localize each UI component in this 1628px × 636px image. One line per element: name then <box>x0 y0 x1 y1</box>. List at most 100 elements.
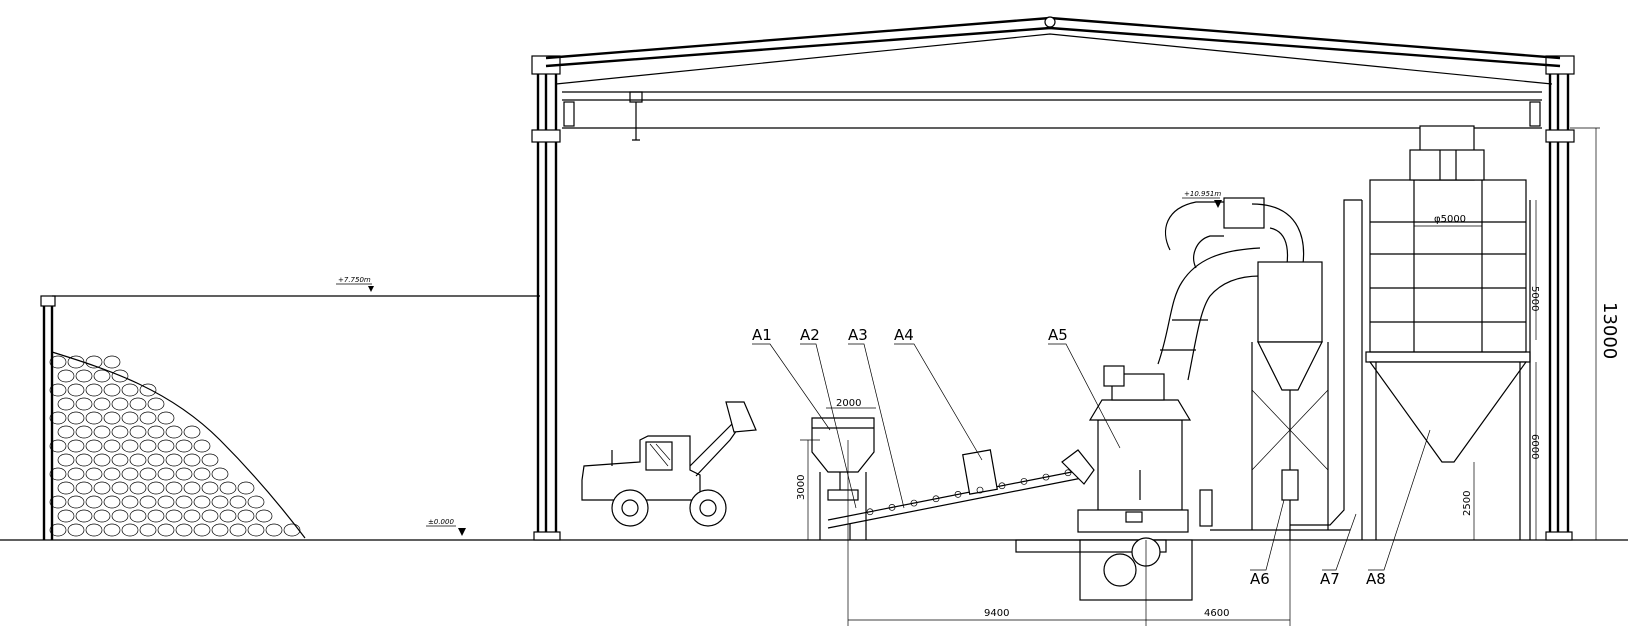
stone <box>111 369 129 383</box>
stone <box>157 439 175 453</box>
stone <box>111 453 129 467</box>
stone <box>165 509 183 523</box>
stone <box>103 439 121 453</box>
dim-hopper-height: 3000 <box>796 475 807 500</box>
stone <box>93 425 111 439</box>
stone <box>147 453 165 467</box>
stone <box>111 425 129 439</box>
stone <box>183 509 201 523</box>
stone <box>147 397 165 411</box>
stone <box>247 495 265 509</box>
stone <box>85 523 103 537</box>
label-a4: A4 <box>894 326 914 344</box>
stone <box>121 383 139 397</box>
stone <box>85 467 103 481</box>
stone <box>175 439 193 453</box>
label-a3: A3 <box>848 326 868 344</box>
stone <box>157 495 175 509</box>
stone <box>85 439 103 453</box>
stone <box>57 397 75 411</box>
stone <box>67 467 85 481</box>
dim-bag-filter-diameter: φ5000 <box>1434 214 1466 225</box>
stone <box>49 439 67 453</box>
stone <box>139 439 157 453</box>
stone <box>85 383 103 397</box>
conveyor-idler <box>932 495 940 503</box>
stone <box>183 481 201 495</box>
dim-bag-filter-lower: 6000 <box>1529 434 1540 459</box>
stone <box>157 523 175 537</box>
stone <box>85 495 103 509</box>
conveyor-idler <box>998 482 1006 490</box>
stone <box>157 411 175 425</box>
label-a2: A2 <box>800 326 820 344</box>
feed-hopper <box>811 417 875 540</box>
label-a8: A8 <box>1366 570 1386 588</box>
dim-cone-height: 2500 <box>1462 491 1473 516</box>
stone <box>201 509 219 523</box>
stone <box>111 509 129 523</box>
stone <box>121 467 139 481</box>
elevation-markers <box>336 197 1222 536</box>
stone <box>283 523 301 537</box>
stone <box>175 495 193 509</box>
label-a1: A1 <box>752 326 772 344</box>
dim-bag-filter-upper: 5000 <box>1529 286 1540 311</box>
conveyor-idler <box>954 491 962 498</box>
stone <box>255 509 273 523</box>
stone <box>193 467 211 481</box>
stone <box>49 495 67 509</box>
stone <box>211 467 229 481</box>
stone <box>57 481 75 495</box>
dim-span-right: 4600 <box>1204 608 1229 619</box>
stone <box>211 523 229 537</box>
stone <box>193 439 211 453</box>
stone <box>49 355 67 369</box>
stone <box>121 523 139 537</box>
stone <box>147 509 165 523</box>
building-frame <box>531 16 1575 541</box>
conveyor-idler <box>1020 478 1028 485</box>
stone <box>57 425 75 439</box>
stone <box>67 355 85 369</box>
elevation-duct-top: +10.951m <box>1184 190 1221 198</box>
stone <box>93 481 111 495</box>
stone <box>165 481 183 495</box>
stone <box>129 481 147 495</box>
stone <box>247 523 265 537</box>
stone <box>93 509 111 523</box>
elevation-ground: ±0.000 <box>428 518 454 526</box>
stone <box>219 481 237 495</box>
stone <box>229 495 247 509</box>
stone <box>147 425 165 439</box>
stone <box>229 523 247 537</box>
stone <box>49 411 67 425</box>
stone <box>139 523 157 537</box>
stone <box>67 523 85 537</box>
stone <box>75 397 93 411</box>
stone <box>93 369 111 383</box>
stone <box>129 453 147 467</box>
stone <box>219 509 237 523</box>
stone <box>121 411 139 425</box>
dim-span-left: 9400 <box>984 608 1009 619</box>
conveyor-idler <box>1042 473 1050 481</box>
stone <box>49 523 67 537</box>
stone <box>85 411 103 425</box>
stone <box>67 439 85 453</box>
label-a5: A5 <box>1048 326 1068 344</box>
elevation-roof-line: +7.750m <box>338 276 371 284</box>
conveyor-idler <box>1064 469 1072 477</box>
stone <box>183 425 201 439</box>
stone <box>103 411 121 425</box>
stone <box>49 383 67 397</box>
stone <box>129 425 147 439</box>
conveyor-idler <box>976 486 984 494</box>
stone <box>75 453 93 467</box>
stone <box>93 453 111 467</box>
stone <box>67 383 85 397</box>
stone <box>75 425 93 439</box>
dimension-lines <box>800 127 1600 626</box>
stone <box>93 397 111 411</box>
